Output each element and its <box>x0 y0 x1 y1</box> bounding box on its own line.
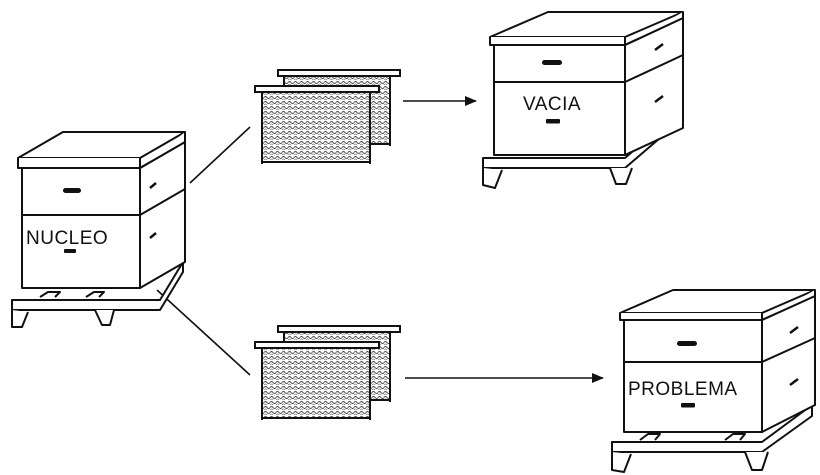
hive-label-nucleo: NUCLEO <box>26 228 108 249</box>
comb-frames-icon <box>255 326 400 420</box>
connector-line-upper <box>190 127 250 183</box>
hive-label-vacia: VACIA <box>523 94 581 115</box>
connector-line-lower <box>157 290 250 375</box>
beehive-box-icon <box>483 12 683 188</box>
hive-label-problema: PROBLEMA <box>628 379 738 400</box>
comb-frames-icon <box>255 70 400 164</box>
